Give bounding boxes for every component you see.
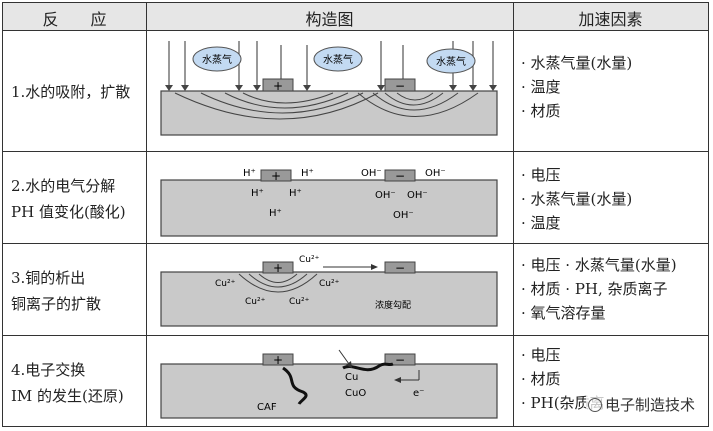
- vapor-label: 水蒸气: [202, 53, 232, 66]
- header-factors: 加速因素: [578, 10, 643, 29]
- cathode-sign: −: [395, 79, 405, 93]
- oh-ion: OH⁻: [375, 190, 396, 201]
- cu-ion: Cu²⁺: [289, 297, 310, 307]
- vapor-label: 水蒸气: [436, 55, 466, 68]
- cu-ion: Cu²⁺: [319, 279, 340, 289]
- reaction-1: 1.水的吸附，扩散: [11, 83, 131, 101]
- reaction-table: 反 应 构造图 加速因素 1.水的吸附，扩散: [2, 2, 709, 427]
- diagram-electrolysis: + − H⁺ H⁺ H⁺ H⁺ H⁺ OH⁻ OH⁻ OH⁻ OH⁻ OH⁻: [160, 168, 498, 237]
- row-divider: [3, 243, 708, 244]
- anode-sign: +: [273, 261, 283, 275]
- column-divider: [146, 3, 147, 426]
- anode-sign: +: [273, 353, 283, 367]
- table-header: 反 应 构造图 加速因素: [3, 3, 708, 31]
- cu-ion: Cu²⁺: [245, 297, 266, 307]
- reaction-3: 3.铜的析出 铜离子的扩散: [11, 269, 102, 313]
- cu-label: Cu: [345, 372, 358, 383]
- diagram-electron-exchange: + − Cu CuO e⁻ CAF: [160, 349, 498, 419]
- anode-sign: +: [271, 169, 281, 183]
- h-ion: H⁺: [243, 168, 256, 179]
- h-ion: H⁺: [301, 168, 314, 179]
- reaction-4: 4.电子交换 IM 的发生(还原): [11, 361, 124, 405]
- row-divider: [3, 335, 708, 336]
- electron-label: e⁻: [413, 388, 424, 399]
- oh-ion: OH⁻: [407, 190, 428, 201]
- factors-2: · 电压 · 水蒸气量(水量) · 温度: [521, 166, 633, 232]
- concentration-label: 浓度勾配: [375, 299, 411, 311]
- vapor-label: 水蒸气: [323, 53, 353, 66]
- cathode-sign: −: [395, 353, 405, 367]
- cu-ion: Cu²⁺: [215, 279, 236, 289]
- h-ion: H⁺: [269, 208, 282, 219]
- cathode-sign: −: [395, 261, 405, 275]
- reaction-2: 2.水的电气分解 PH 值变化(酸化): [11, 177, 126, 221]
- oh-ion: OH⁻: [393, 210, 414, 221]
- header-structure: 构造图: [305, 10, 354, 29]
- watermark: 电子制造技术: [585, 394, 697, 415]
- diagram-copper-migration: + − Cu²⁺ Cu²⁺ Cu²⁺ Cu²⁺ Cu²⁺ 浓度勾配: [160, 255, 498, 327]
- oh-ion: OH⁻: [425, 168, 446, 179]
- anode-sign: +: [273, 79, 283, 93]
- caf-label: CAF: [257, 402, 277, 413]
- cu-ion: Cu²⁺: [299, 255, 320, 265]
- factors-4: · 电压 · 材质 · PH(杂质离: [521, 346, 605, 412]
- diagram-adsorption: 水蒸气 水蒸气 水蒸气 + −: [160, 41, 498, 136]
- cathode-sign: −: [395, 169, 405, 183]
- h-ion: H⁺: [251, 188, 264, 199]
- column-divider: [513, 3, 514, 426]
- row-divider: [3, 151, 708, 152]
- factors-3: · 电压 · 水蒸气量(水量) · 材质 · PH, 杂质离子 · 氧气溶存量: [521, 256, 677, 322]
- header-reaction: 反 应: [42, 10, 107, 29]
- oh-ion: OH⁻: [361, 168, 382, 179]
- cuo-label: CuO: [345, 388, 366, 399]
- wechat-icon: [587, 398, 602, 412]
- factors-1: · 水蒸气量(水量) · 温度 · 材质: [521, 54, 633, 120]
- h-ion: H⁺: [289, 188, 302, 199]
